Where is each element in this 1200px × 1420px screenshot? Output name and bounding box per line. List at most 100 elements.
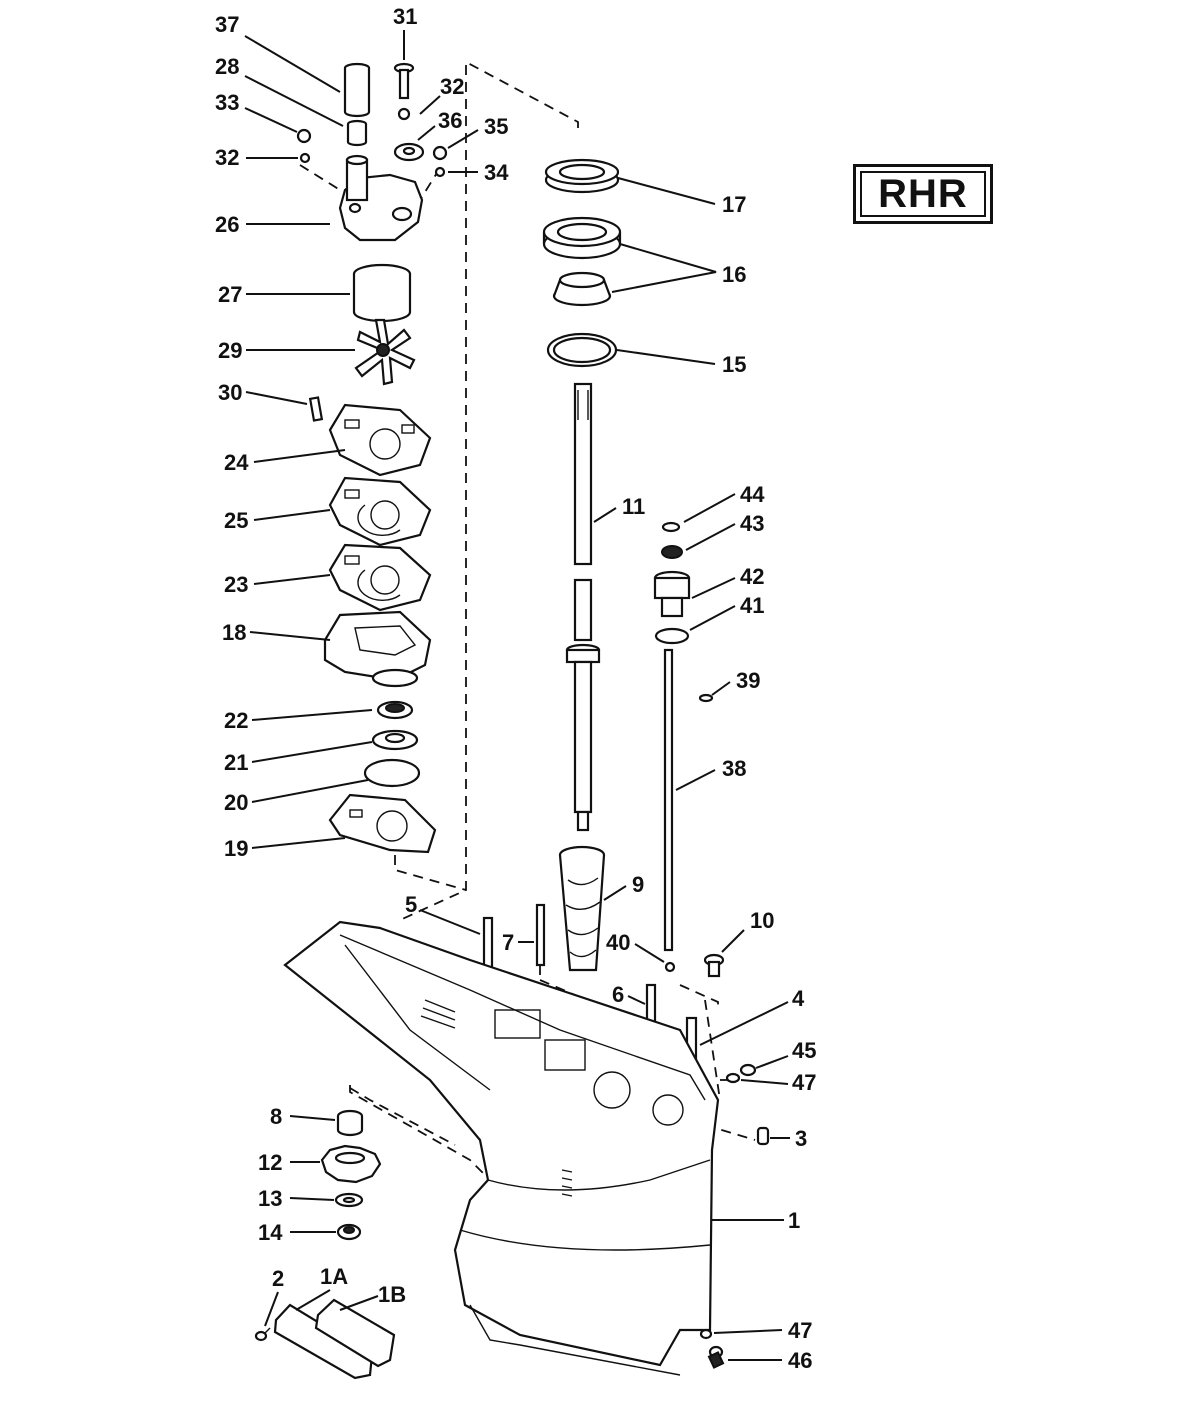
callout-43-label: 43 (740, 511, 764, 536)
callout-16: 16 (611, 243, 746, 293)
callout-7-label: 7 (502, 930, 514, 955)
callout-14: 14 (258, 1220, 336, 1245)
part-32-washer-left (299, 152, 311, 164)
callout-30-label: 30 (218, 380, 242, 405)
callout-35: 35 (447, 114, 508, 149)
part-17-retainer (544, 158, 620, 194)
part-44-washer (661, 521, 681, 533)
part-15-shim (546, 332, 618, 368)
callout-41: 41 (689, 593, 764, 631)
part-23-gasket (328, 543, 432, 612)
callout-46-label: 46 (788, 1348, 812, 1373)
callout-45-label: 45 (792, 1038, 816, 1063)
callout-11-label: 11 (622, 494, 645, 519)
callout-46: 46 (728, 1348, 812, 1373)
part-36-washer (393, 142, 425, 162)
callout-3: 3 (770, 1126, 807, 1151)
part-22-seal (376, 700, 414, 720)
callout-25-label: 25 (224, 508, 248, 533)
callout-32b-label: 32 (215, 145, 239, 170)
part-2-screw (254, 1327, 271, 1342)
callout-10-label: 10 (750, 908, 774, 933)
callout-43: 43 (685, 511, 764, 551)
callout-29-label: 29 (218, 338, 242, 363)
callout-15-label: 15 (722, 352, 746, 377)
callout-1: 1 (712, 1208, 800, 1233)
callout-33-label: 33 (215, 90, 239, 115)
callout-33: 33 (215, 90, 298, 133)
part-45-screw (739, 1063, 757, 1077)
callout-24-label: 24 (224, 450, 249, 475)
callout-5-label: 5 (405, 892, 417, 917)
callout-31-label: 31 (393, 4, 417, 29)
callout-26-label: 26 (215, 212, 239, 237)
part-16-bearing-cone (552, 271, 612, 307)
rhr-badge-inner-border (860, 171, 986, 217)
callout-38: 38 (675, 756, 746, 791)
callout-8-label: 8 (270, 1104, 282, 1129)
callout-41-label: 41 (740, 593, 764, 618)
callout-13-label: 13 (258, 1186, 282, 1211)
rhr-badge-text: RHR (878, 171, 968, 216)
part-33-nut (296, 128, 312, 144)
callout-38-label: 38 (722, 756, 746, 781)
callout-32b: 32 (215, 145, 298, 170)
callout-3-label: 3 (795, 1126, 807, 1151)
callout-47b-label: 47 (788, 1318, 812, 1343)
part-26-pump-body (338, 154, 424, 242)
part-41-o-ring (654, 627, 690, 645)
callout-9-label: 9 (632, 872, 644, 897)
callout-42: 42 (691, 564, 764, 599)
callout-19: 19 (224, 836, 346, 861)
callout-28: 28 (215, 54, 344, 127)
callout-34: 34 (448, 160, 509, 185)
part-37-sleeve (343, 62, 371, 118)
callout-8: 8 (270, 1104, 336, 1129)
callout-6-label: 6 (612, 982, 624, 1007)
callout-37-label: 37 (215, 12, 239, 37)
part-30-key (308, 396, 324, 422)
part-7-stud (535, 903, 546, 967)
callout-36: 36 (417, 108, 462, 141)
callout-36-label: 36 (438, 108, 462, 133)
part-29-impeller (354, 318, 416, 386)
callout-40: 40 (606, 930, 665, 963)
callout-39: 39 (711, 668, 760, 696)
part-9-sleeve-tube (558, 845, 606, 972)
part-40-clip (664, 961, 676, 973)
part-27-impeller-insert (352, 263, 412, 323)
callout-24: 24 (224, 449, 346, 475)
callout-11: 11 (593, 494, 645, 523)
callout-1-label: 1 (788, 1208, 800, 1233)
callout-14-label: 14 (258, 1220, 283, 1245)
callout-19-label: 19 (224, 836, 248, 861)
part-35-nut (432, 145, 448, 161)
part-42-bushing (653, 570, 691, 618)
callout-1B-label: 1B (378, 1282, 406, 1307)
callout-7: 7 (502, 930, 534, 955)
callout-22-label: 22 (224, 708, 248, 733)
callout-16-label: 16 (722, 262, 746, 287)
callout-20: 20 (224, 779, 369, 815)
part-5-stud (482, 916, 494, 972)
callout-17-label: 17 (722, 192, 746, 217)
callout-20-label: 20 (224, 790, 248, 815)
callout-1B: 1B (339, 1282, 406, 1311)
part-47-washer-top (725, 1072, 741, 1084)
part-13-washer (334, 1192, 364, 1208)
callout-28-label: 28 (215, 54, 239, 79)
callout-34-label: 34 (484, 160, 509, 185)
part-46-drain-screw (707, 1345, 725, 1369)
part-1-gear-housing (283, 920, 720, 1376)
callout-4-label: 4 (792, 986, 805, 1011)
part-21-seal (371, 729, 419, 751)
callout-29: 29 (218, 338, 355, 363)
callout-47a-label: 47 (792, 1070, 816, 1095)
callout-27-label: 27 (218, 282, 242, 307)
part-18-pump-base (323, 610, 432, 688)
callout-23-label: 23 (224, 572, 248, 597)
part-20-o-ring (363, 758, 421, 788)
part-16-bearing-cup (542, 216, 622, 260)
part-19-gasket (328, 793, 437, 854)
